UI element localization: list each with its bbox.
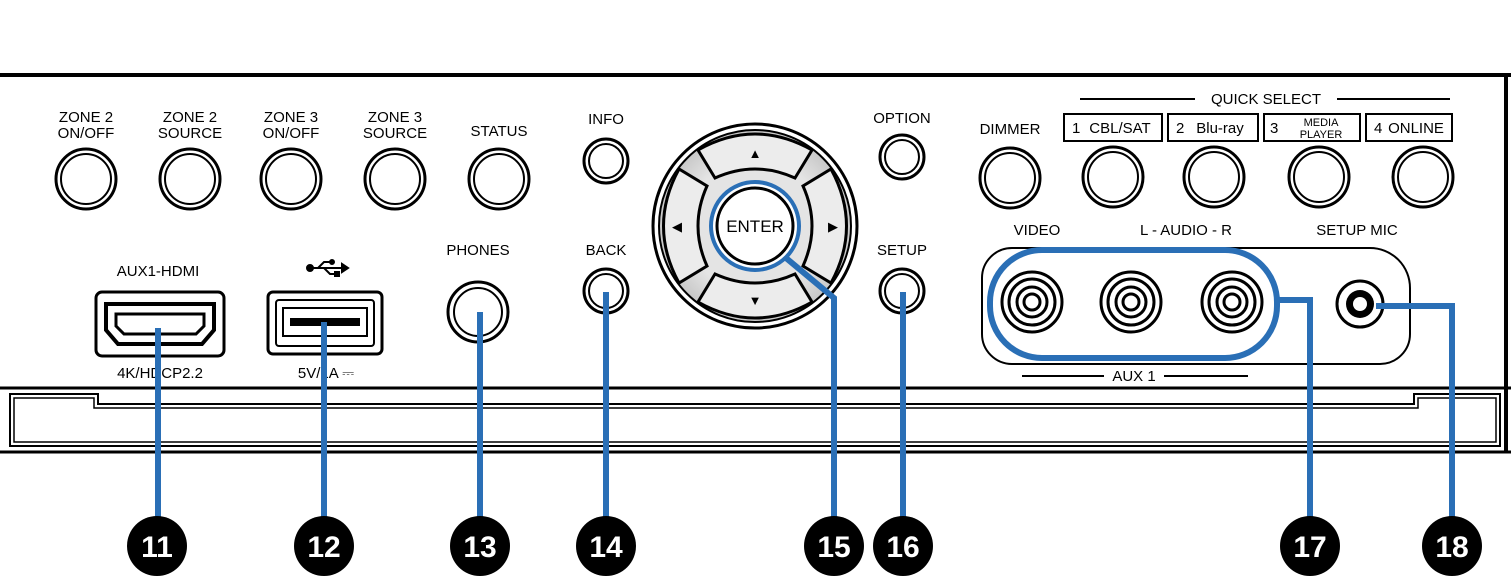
cursor-left-button[interactable] (662, 166, 709, 286)
quick-select-title: QUICK SELECT (1211, 91, 1321, 108)
svg-text:17: 17 (1293, 531, 1326, 564)
option-label: OPTION (873, 110, 931, 127)
zone3-source-button[interactable] (363, 147, 427, 211)
callout-leaders (155, 255, 1455, 520)
callout-14: 14 (576, 516, 636, 576)
cursor-up-button[interactable] (695, 132, 815, 180)
svg-text:13: 13 (463, 531, 496, 564)
video-label: VIDEO (1014, 222, 1061, 239)
cursor-pad: ▲ ▼ ◀ ▶ ENTER (651, 122, 859, 330)
qs1-num: 1 (1072, 120, 1080, 137)
arrow-up-icon: ▲ (749, 146, 762, 161)
svg-text:16: 16 (886, 531, 919, 564)
arrow-right-icon: ▶ (828, 219, 838, 234)
svg-text:14: 14 (589, 531, 623, 564)
audio-right-jack[interactable] (1200, 270, 1264, 334)
qs3-label-line2: PLAYER (1300, 129, 1343, 141)
callout-16: 16 (873, 516, 933, 576)
callout-11: 11 (127, 516, 187, 576)
zone3-source-label-1: ZONE 3 (368, 109, 422, 126)
usb-icon (306, 259, 350, 277)
qs2-num: 2 (1176, 120, 1184, 137)
enter-button[interactable]: ENTER (709, 180, 801, 272)
audio-label: L - AUDIO - R (1140, 222, 1232, 239)
zone3-onoff-button[interactable] (259, 147, 323, 211)
enter-label: ENTER (726, 217, 784, 236)
qs2-label: Blu-ray (1196, 120, 1244, 137)
aux1-input-highlight (987, 247, 1280, 361)
callout-12: 12 (294, 516, 354, 576)
callout-18: 18 (1422, 516, 1482, 576)
zone3-source-label-2: SOURCE (363, 125, 427, 142)
zone2-onoff-label-2: ON/OFF (58, 125, 115, 142)
svg-text:12: 12 (307, 531, 340, 564)
video-jack[interactable] (1000, 270, 1064, 334)
quick-select-3-button[interactable] (1287, 145, 1351, 209)
option-button[interactable] (878, 133, 926, 181)
zone2-onoff-label-1: ZONE 2 (59, 109, 113, 126)
svg-text:11: 11 (141, 531, 173, 564)
info-button[interactable] (582, 137, 630, 185)
quick-select-2-button[interactable] (1182, 145, 1246, 209)
cursor-right-button[interactable] (801, 166, 848, 286)
callout-13: 13 (450, 516, 510, 576)
status-button[interactable] (467, 147, 531, 211)
qs4-label: ONLINE (1388, 120, 1444, 137)
qs3-num: 3 (1270, 120, 1278, 137)
arrow-left-icon: ◀ (672, 219, 682, 234)
callout-15: 15 (804, 516, 864, 576)
info-label: INFO (588, 111, 624, 128)
hdmi-port[interactable] (94, 290, 226, 358)
zone2-onoff-button[interactable] (54, 147, 118, 211)
setup-mic-jack[interactable] (1335, 279, 1385, 329)
qs3-label-line1: MEDIA (1304, 117, 1340, 129)
svg-text:18: 18 (1435, 531, 1468, 564)
quick-select-group: QUICK SELECT 1 CBL/SAT 2 Blu-ray 3 MEDIA… (1063, 91, 1453, 142)
zone2-source-button[interactable] (158, 147, 222, 211)
zone3-onoff-label-2: ON/OFF (263, 125, 320, 142)
quick-select-1-button[interactable] (1081, 145, 1145, 209)
aux1-group-label: AUX 1 (1112, 368, 1155, 385)
callout-17: 17 (1280, 516, 1340, 576)
back-button[interactable] (582, 267, 630, 315)
cursor-down-button[interactable] (695, 272, 815, 320)
arrow-down-icon: ▼ (749, 293, 762, 308)
hdmi-port-label: AUX1-HDMI (117, 263, 200, 280)
panel-body (0, 73, 1511, 454)
back-label: BACK (586, 242, 627, 259)
phones-label: PHONES (446, 242, 509, 259)
svg-text:15: 15 (817, 531, 850, 564)
dimmer-button[interactable] (978, 146, 1042, 210)
qs4-num: 4 (1374, 120, 1382, 137)
qs1-label: CBL/SAT (1089, 120, 1150, 137)
quick-select-4-button[interactable] (1391, 145, 1455, 209)
setup-mic-label: SETUP MIC (1316, 222, 1398, 239)
zone2-source-label-2: SOURCE (158, 125, 222, 142)
setup-label: SETUP (877, 242, 927, 259)
zone2-source-label-1: ZONE 2 (163, 109, 217, 126)
audio-left-jack[interactable] (1099, 270, 1163, 334)
status-label: STATUS (471, 123, 528, 140)
dimmer-label: DIMMER (980, 121, 1041, 138)
aux-panel-outline (981, 247, 1411, 365)
zone3-onoff-label-1: ZONE 3 (264, 109, 318, 126)
setup-button[interactable] (878, 267, 926, 315)
